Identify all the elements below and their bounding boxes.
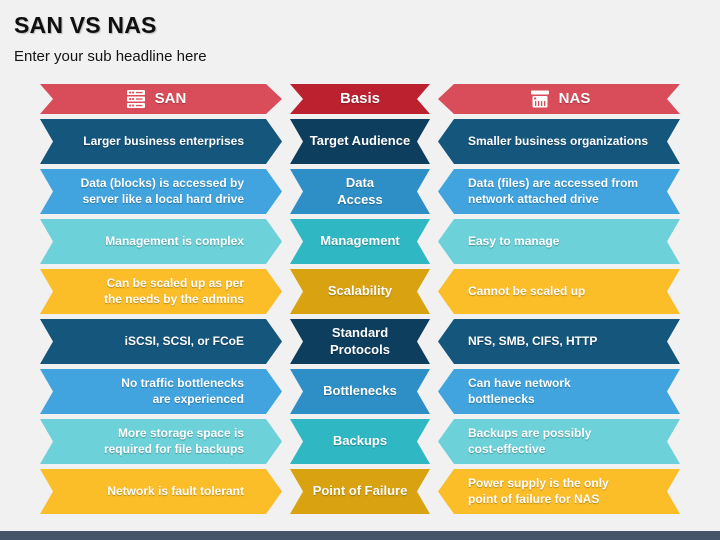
san-value: Larger business enterprises — [83, 133, 244, 148]
nas-value: Can have network bottlenecks — [468, 376, 571, 406]
nas-cell: Cannot be scaled up — [438, 269, 680, 314]
header-nas-label: NAS — [558, 90, 591, 108]
nas-value: Cannot be scaled up — [468, 283, 586, 298]
basis-label: Point of Failure — [312, 483, 408, 499]
header-cell-san: SAN — [40, 84, 282, 114]
nas-value: Power supply is the only point of failur… — [468, 476, 609, 506]
basis-label: Scalability — [327, 283, 393, 299]
san-cell: More storage space is required for file … — [40, 419, 282, 464]
nas-storage-icon — [530, 89, 550, 109]
san-value: Data (blocks) is accessed by server like… — [80, 176, 244, 206]
nas-cell: NFS, SMB, CIFS, HTTP — [438, 319, 680, 364]
san-cell: No traffic bottlenecks are experienced — [40, 369, 282, 414]
san-value: No traffic bottlenecks are experienced — [121, 376, 244, 406]
san-value: More storage space is required for file … — [103, 426, 244, 456]
comparison-table: SAN Basis — [40, 84, 680, 514]
basis-label: Bottlenecks — [323, 383, 397, 399]
table-header-row: SAN Basis — [40, 84, 680, 114]
nas-cell: Smaller business organizations — [438, 119, 680, 164]
san-value: Network is fault tolerant — [107, 483, 244, 498]
basis-cell: Management — [290, 219, 430, 264]
table-row-bottlenecks: No traffic bottlenecks are experienced B… — [40, 369, 680, 414]
table-row-backups: More storage space is required for file … — [40, 419, 680, 464]
nas-value: Backups are possibly cost-effective — [468, 426, 592, 456]
table-row-scalability: Can be scaled up as per the needs by the… — [40, 269, 680, 314]
bottom-bar — [0, 531, 720, 540]
san-cell: Management is complex — [40, 219, 282, 264]
header-cell-nas: NAS — [438, 84, 680, 114]
nas-cell: Data (files) are accessed from network a… — [438, 169, 680, 214]
san-cell: Data (blocks) is accessed by server like… — [40, 169, 282, 214]
nas-cell: Easy to manage — [438, 219, 680, 264]
header-basis-label: Basis — [339, 90, 381, 108]
nas-value: Data (files) are accessed from network a… — [468, 176, 639, 206]
page-subtitle: Enter your sub headline here — [14, 48, 207, 65]
table-row-point-of-failure: Network is fault tolerant Point of Failu… — [40, 469, 680, 514]
nas-value: Smaller business organizations — [468, 133, 649, 148]
server-rack-icon — [126, 89, 146, 109]
basis-cell: Backups — [290, 419, 430, 464]
san-value: Management is complex — [105, 233, 244, 248]
basis-cell: Bottlenecks — [290, 369, 430, 414]
basis-cell: Point of Failure — [290, 469, 430, 514]
table-row-target-audience: Larger business enterprises Target Audie… — [40, 119, 680, 164]
san-value: iSCSI, SCSI, or FCoE — [124, 333, 244, 348]
basis-label: Backups — [332, 433, 388, 449]
header-san-label: SAN — [154, 90, 187, 108]
nas-cell: Backups are possibly cost-effective — [438, 419, 680, 464]
basis-label: Management — [320, 233, 400, 249]
header-cell-basis: Basis — [290, 84, 430, 114]
basis-cell: Standard Protocols — [290, 319, 430, 364]
page-title: SAN VS NAS — [14, 12, 157, 38]
nas-value: NFS, SMB, CIFS, HTTP — [468, 333, 598, 348]
san-value: Can be scaled up as per the needs by the… — [103, 276, 244, 306]
san-cell: iSCSI, SCSI, or FCoE — [40, 319, 282, 364]
basis-cell: Scalability — [290, 269, 430, 314]
table-row-data-access: Data (blocks) is accessed by server like… — [40, 169, 680, 214]
nas-value: Easy to manage — [468, 233, 560, 248]
basis-cell: Target Audience — [290, 119, 430, 164]
table-row-standard-protocols: iSCSI, SCSI, or FCoE Standard Protocols … — [40, 319, 680, 364]
basis-cell: Data Access — [290, 169, 430, 214]
basis-label: Data Access — [337, 174, 383, 207]
san-cell: Can be scaled up as per the needs by the… — [40, 269, 282, 314]
san-cell: Larger business enterprises — [40, 119, 282, 164]
basis-label: Standard Protocols — [330, 324, 390, 357]
basis-label: Target Audience — [309, 133, 411, 149]
nas-cell: Power supply is the only point of failur… — [438, 469, 680, 514]
table-row-management: Management is complex Management Easy to… — [40, 219, 680, 264]
san-cell: Network is fault tolerant — [40, 469, 282, 514]
nas-cell: Can have network bottlenecks — [438, 369, 680, 414]
